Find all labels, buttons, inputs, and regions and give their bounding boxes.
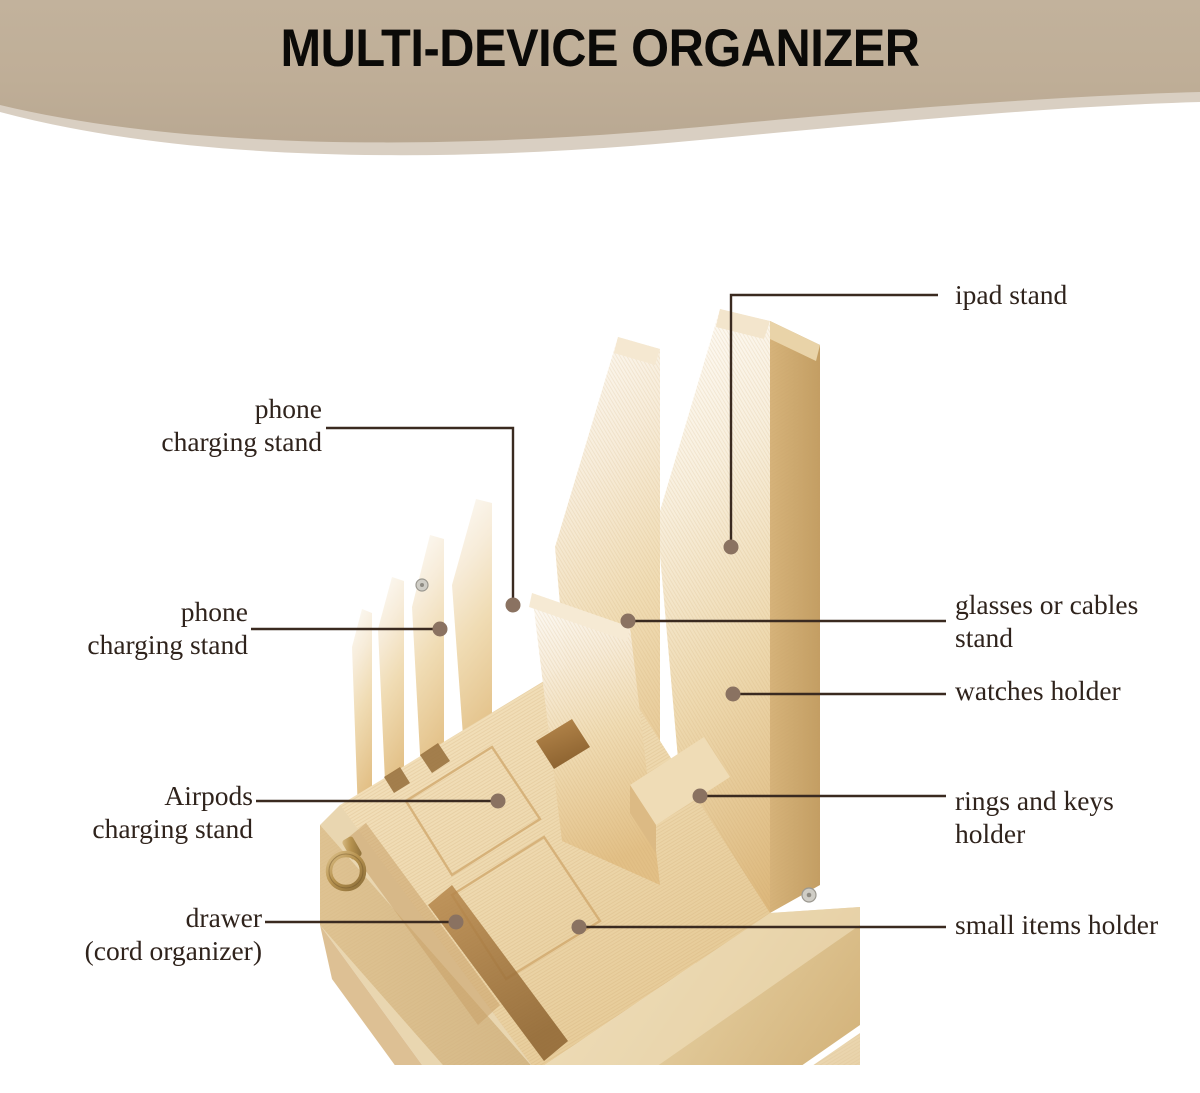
callout-drawer-cord-organizer: drawer (cord organizer) [84, 902, 262, 966]
phone-rest-plate [529, 593, 660, 885]
callout-rings-and-keys-holder: rings and keys holder [955, 785, 1114, 849]
drawer-ring-pull[interactable] [325, 835, 367, 892]
callout-watches-holder: watches holder [955, 675, 1121, 706]
product-image [300, 285, 910, 1065]
callout-ipad-stand: ipad stand [955, 279, 1068, 310]
bamboo-organizer-illustration [320, 309, 860, 1065]
callout-small-items-holder: small items holder [955, 909, 1159, 940]
callout-phone-charging-stand-mid: phone charging stand [87, 596, 248, 660]
header-banner-shape [0, 0, 1200, 156]
page-title: MULTI-DEVICE ORGANIZER [280, 19, 920, 78]
watch-shelf [630, 737, 730, 853]
drawer [320, 805, 568, 1065]
callout-airpods-charging-stand: Airpods charging stand [92, 780, 253, 844]
banner-wave [0, 0, 1200, 143]
callout-phone-charging-stand-top: phone charging stand [161, 393, 322, 457]
callout-glasses-or-cables-stand: glasses or cables stand [955, 589, 1139, 653]
header-banner: MULTI-DEVICE ORGANIZER [0, 0, 1200, 160]
base-plinth [544, 907, 860, 1065]
